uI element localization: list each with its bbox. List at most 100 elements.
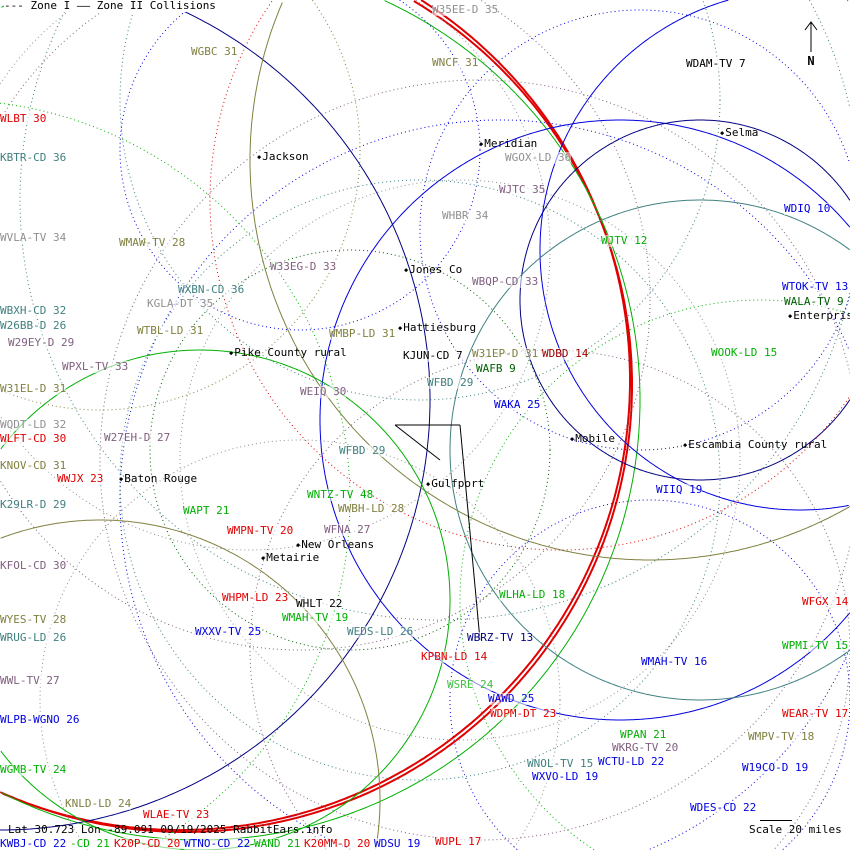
station-label[interactable]: W27EH-D 27 — [104, 431, 171, 444]
station-label[interactable]: WMAW-TV 28 — [119, 236, 186, 249]
station-label[interactable]: WBXH-CD 32 — [0, 304, 67, 317]
status-readout: Lat 30.723 Lon -89.091 09/19/2025 Rabbit… — [8, 823, 333, 836]
coverage-contour — [0, 349, 451, 850]
station-label[interactable]: WDES-CD 22 — [690, 801, 757, 814]
station-label[interactable]: WPMI-TV 15 — [782, 639, 849, 652]
station-label[interactable]: KPBN-LD 14 — [421, 650, 488, 663]
station-label[interactable]: KGLA-DT 35 — [147, 297, 214, 310]
station-label[interactable]: WYES-TV 28 — [0, 613, 67, 626]
station-label[interactable]: WPXL-TV 33 — [62, 360, 129, 373]
station-label[interactable]: WGBC 31 — [191, 45, 238, 58]
station-label[interactable]: WTNO-CD 22 — [184, 837, 251, 850]
station-label[interactable]: WXXV-TV 25 — [195, 625, 262, 638]
station-label[interactable]: WAPT 21 — [183, 504, 230, 517]
station-label[interactable]: WWL-TV 27 — [0, 674, 60, 687]
station-label[interactable]: WDPM-DT 23 — [490, 707, 557, 720]
station-label[interactable]: WHLT 22 — [296, 597, 343, 610]
station-label[interactable]: WEDS-LD 26 — [347, 625, 414, 638]
station-label[interactable]: KWBJ-CD 22 — [0, 837, 67, 850]
station-label[interactable]: W29EY-D 29 — [8, 336, 75, 349]
station-label[interactable]: W35EE-D 35 — [432, 3, 499, 16]
station-label[interactable]: WMAH-TV 16 — [641, 655, 708, 668]
station-label[interactable]: WHPM-LD 23 — [222, 591, 289, 604]
station-label[interactable]: WMBP-LD 31 — [329, 327, 396, 340]
station-label[interactable]: WXBN-CD 36 — [178, 283, 245, 296]
coverage-contour — [0, 0, 431, 831]
station-label[interactable]: WWBH-LD 28 — [338, 502, 405, 515]
station-label[interactable]: WHBR 34 — [442, 209, 489, 222]
station-label[interactable]: KBTR-CD 36 — [0, 151, 67, 164]
station-label[interactable]: WOOK-LD 15 — [711, 346, 778, 359]
station-label[interactable]: WDAM-TV 7 — [686, 57, 746, 70]
station-label[interactable]: WIIQ 19 — [656, 483, 703, 496]
coverage-contour — [2, 0, 631, 831]
station-label[interactable]: WTOK-TV 13 — [782, 280, 849, 293]
station-label[interactable]: WMPN-TV 20 — [227, 524, 294, 537]
station-label[interactable]: WJTC 35 — [499, 183, 546, 196]
station-label[interactable]: WAKA 25 — [494, 398, 541, 411]
station-label[interactable]: WWJX 23 — [57, 472, 104, 485]
station-label[interactable]: WBQP-CD 33 — [472, 275, 539, 288]
coverage-contour — [449, 199, 850, 701]
station-label[interactable]: WAND 21 — [254, 837, 301, 850]
station-label[interactable]: K20P-CD 20 — [114, 837, 181, 850]
station-label[interactable]: WDSU 19 — [374, 837, 421, 850]
city-label: Gulfport — [426, 478, 484, 490]
station-label[interactable]: WJTV 12 — [601, 234, 648, 247]
city-label: Metairie — [261, 552, 319, 564]
north-arrow-icon: N — [803, 20, 819, 70]
coverage-contour — [319, 119, 850, 721]
station-label[interactable]: WFNA 27 — [324, 523, 371, 536]
station-label[interactable]: WEIQ 30 — [300, 385, 347, 398]
station-label[interactable]: WSRE 24 — [447, 678, 494, 691]
station-label[interactable]: KNOV-CD 31 — [0, 459, 67, 472]
station-label[interactable]: WDBD 14 — [542, 347, 589, 360]
station-label[interactable]: WQDT-LD 32 — [0, 418, 67, 431]
station-label[interactable]: WLFT-CD 30 — [0, 432, 67, 445]
station-label[interactable]: WNOL-TV 15 — [527, 757, 594, 770]
station-label[interactable]: WLHA-LD 18 — [499, 588, 566, 601]
station-label[interactable]: WEAR-TV 17 — [782, 707, 849, 720]
station-label[interactable]: KJUN-CD 7 — [403, 349, 463, 362]
station-label[interactable]: WMAH-TV 19 — [282, 611, 349, 624]
coverage-contour — [99, 79, 850, 841]
station-label[interactable]: WGMB-TV 24 — [0, 763, 67, 776]
station-label[interactable]: WUPL 17 — [435, 835, 482, 848]
station-label[interactable]: WNCF 31 — [432, 56, 479, 69]
station-label[interactable]: W26BB-D 26 — [0, 319, 67, 332]
station-label[interactable]: WVLA-TV 34 — [0, 231, 67, 244]
station-label[interactable]: WNTZ-TV 48 — [307, 488, 374, 501]
station-label[interactable]: WGOX-LD 36 — [505, 151, 572, 164]
station-label[interactable]: WLAE-TV 23 — [143, 808, 210, 821]
station-label[interactable]: KNLD-LD 24 — [65, 797, 132, 810]
station-label[interactable]: WALA-TV 9 — [784, 295, 844, 308]
station-label[interactable]: W19CO-D 19 — [742, 761, 809, 774]
station-label[interactable]: WKRG-TV 20 — [612, 741, 679, 754]
station-label[interactable]: WDIQ 10 — [784, 202, 831, 215]
station-label[interactable]: K20MM-D 20 — [304, 837, 371, 850]
station-label[interactable]: K29LR-D 29 — [0, 498, 67, 511]
station-label[interactable]: W31EL-D 31 — [0, 382, 67, 395]
station-label[interactable]: WBRZ-TV 13 — [467, 631, 534, 644]
station-label[interactable]: WPAN 21 — [620, 728, 667, 741]
coverage-contour — [209, 0, 850, 551]
station-label[interactable]: WTBL-LD 31 — [137, 324, 204, 337]
station-label[interactable]: WLPB-WGNO 26 — [0, 713, 80, 726]
coverage-contour — [39, 439, 561, 850]
station-label[interactable]: WFBD 29 — [427, 376, 474, 389]
station-label[interactable]: WAWD 25 — [488, 692, 535, 705]
station-label[interactable]: WFBD 29 — [339, 444, 386, 457]
station-label[interactable]: WRUG-LD 26 — [0, 631, 67, 644]
station-label[interactable]: WAFB 9 — [476, 362, 516, 375]
station-label[interactable]: W31EP-D 31 — [472, 347, 539, 360]
station-label[interactable]: WXVO-LD 19 — [532, 770, 599, 783]
station-label[interactable]: WLBT 30 — [0, 112, 47, 125]
station-label[interactable]: WMPV-TV 18 — [748, 730, 815, 743]
station-label[interactable]: -CD 21 — [70, 837, 110, 850]
station-label[interactable]: W33EG-D 33 — [270, 260, 337, 273]
station-label[interactable]: KFOL-CD 30 — [0, 559, 67, 572]
scale-label: Scale 20 miles — [749, 823, 842, 836]
station-label[interactable]: WFGX 14 — [802, 595, 849, 608]
station-label[interactable]: WCTU-LD 22 — [598, 755, 665, 768]
